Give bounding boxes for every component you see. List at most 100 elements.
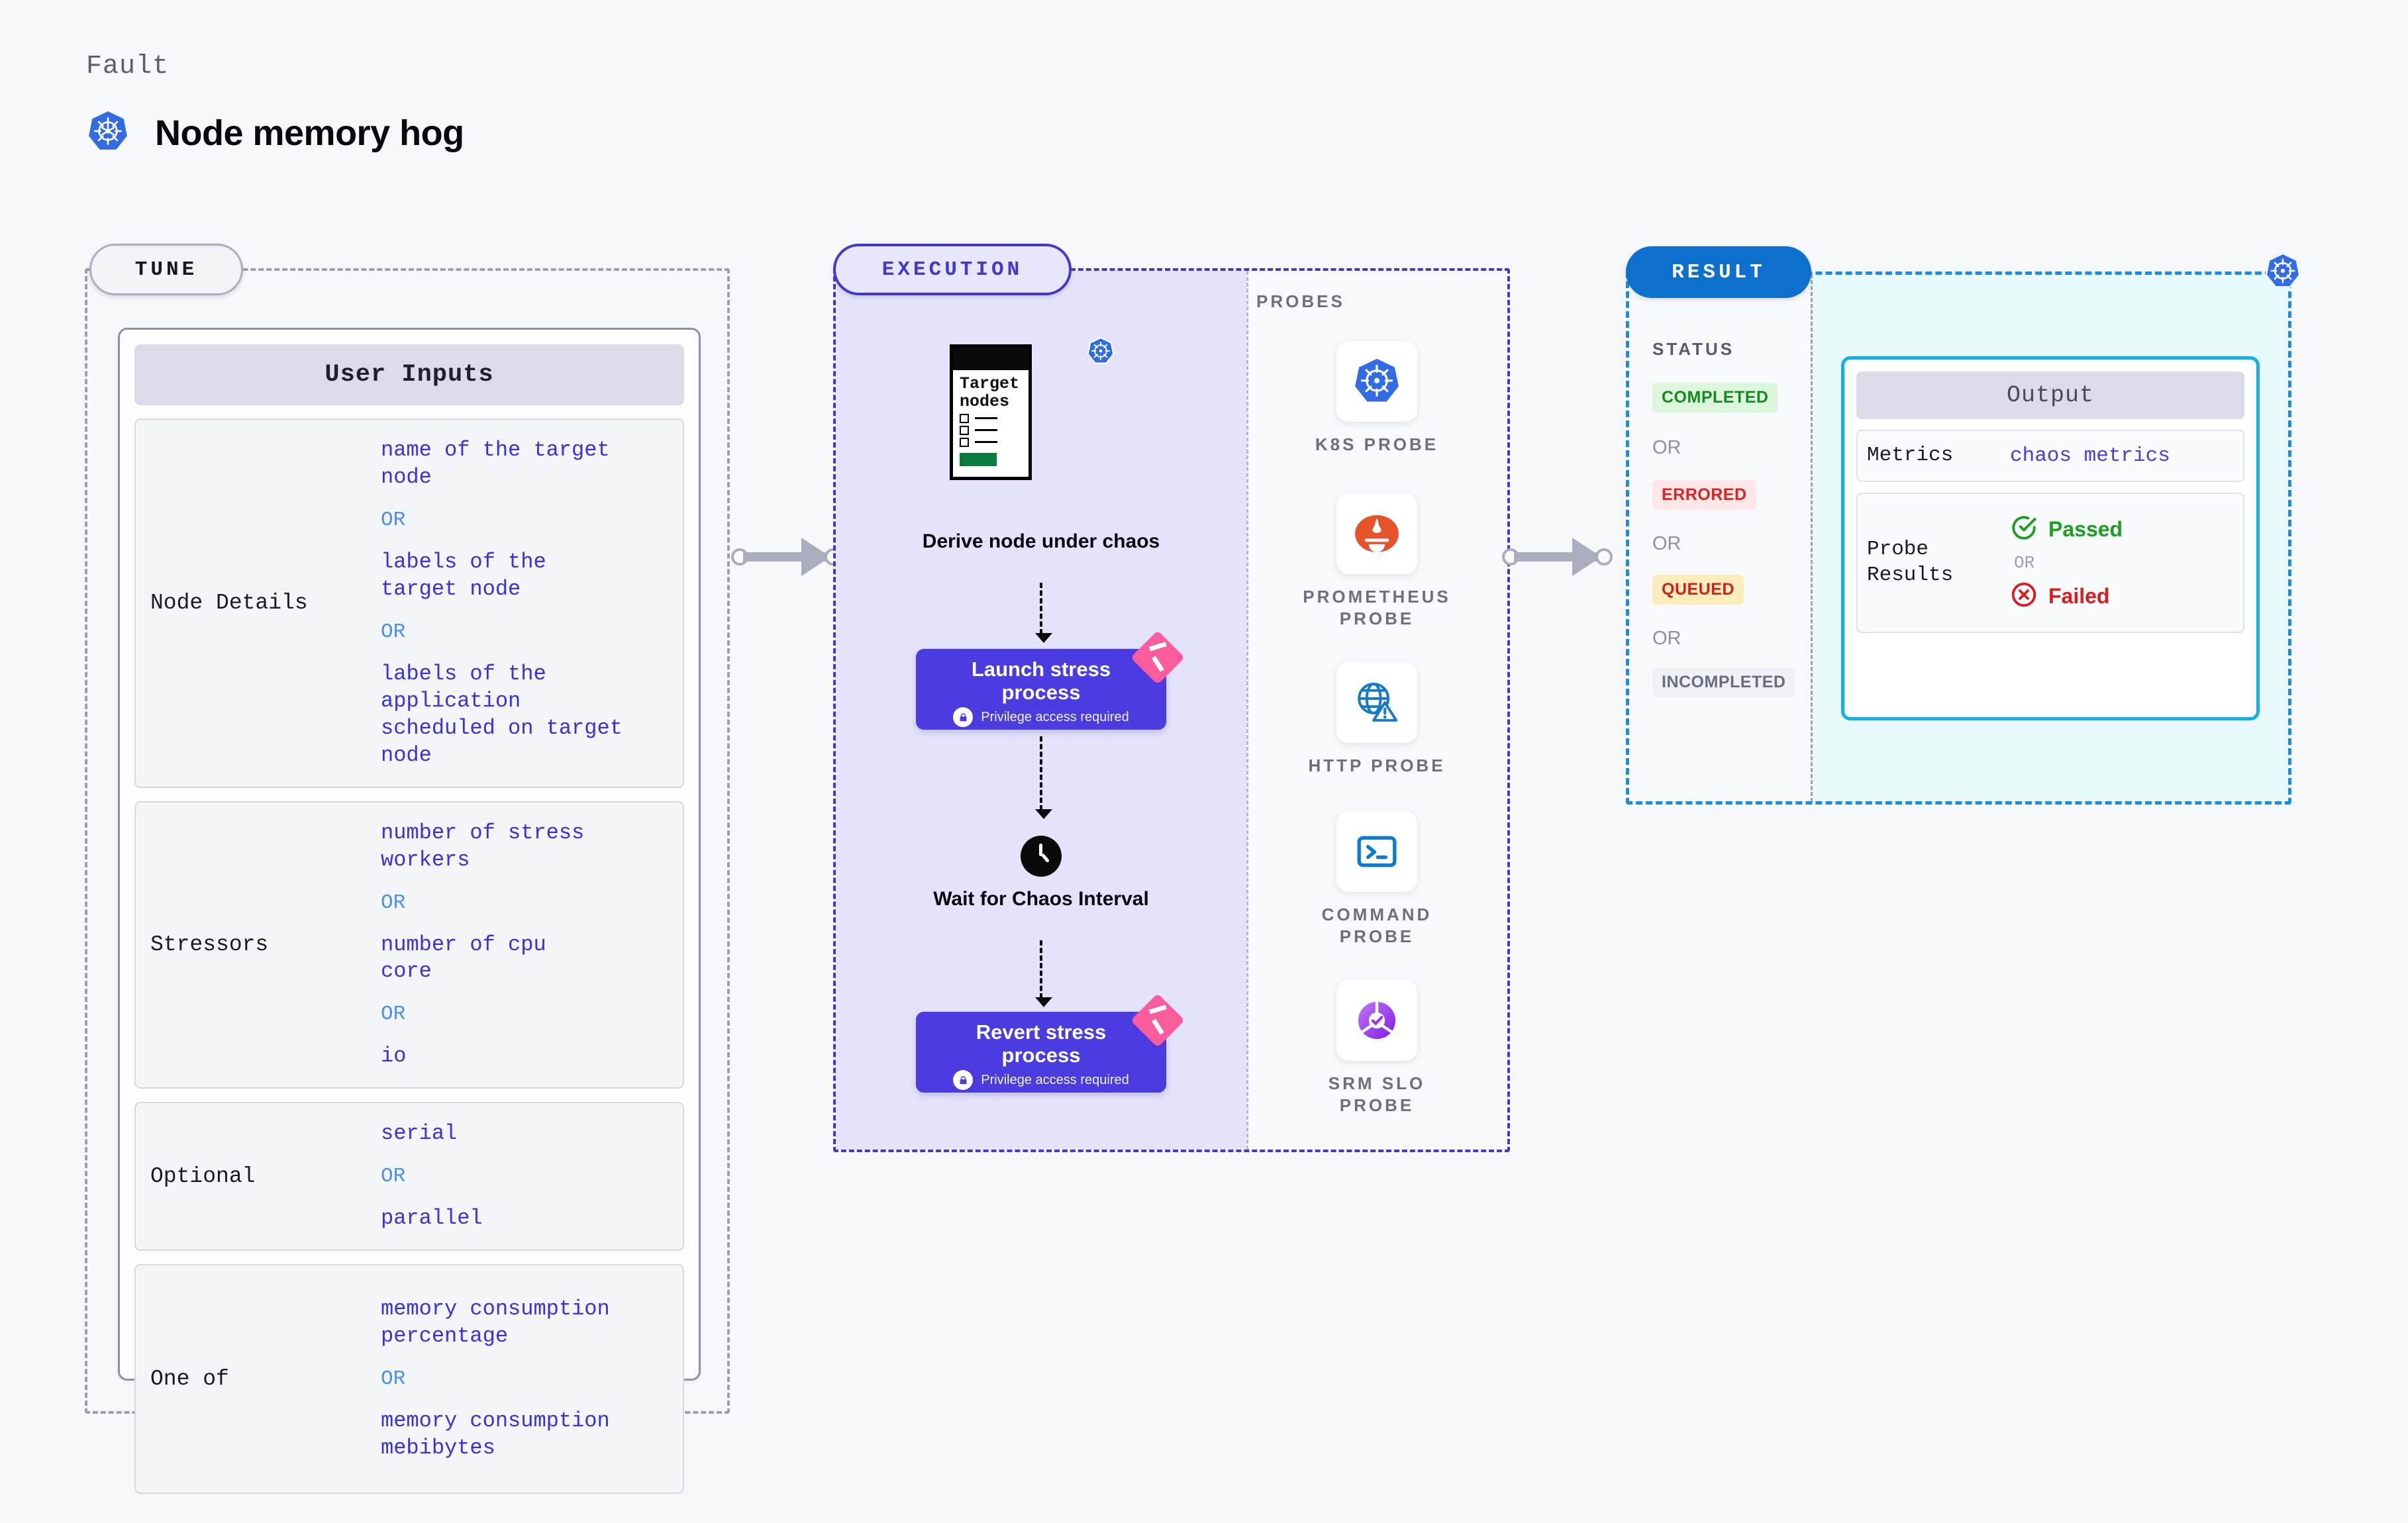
privilege-note: Privilege access required xyxy=(916,1070,1166,1091)
checkbox-item xyxy=(953,423,1028,435)
output-row-metrics[interactable]: Metrics chaos metrics xyxy=(1856,430,2244,482)
input-value: parallel xyxy=(381,1206,483,1231)
input-row-optional[interactable]: Optional serial OR parallel xyxy=(134,1102,684,1252)
input-value: labels of the target node xyxy=(381,549,546,601)
result-panel-tag: RESULT xyxy=(1626,246,1811,298)
fault-title-row: Node memory hog xyxy=(86,109,464,156)
checkbox-icon[interactable] xyxy=(960,413,969,423)
checkbox-item xyxy=(953,411,1028,423)
probe-item-srm-slo[interactable]: SRM SLO PROBE xyxy=(1246,980,1507,1117)
row-key: One of xyxy=(150,1367,229,1392)
or-separator: OR xyxy=(381,1165,406,1189)
checkbox-item xyxy=(953,435,1028,447)
progress-bar xyxy=(960,452,997,466)
probe-item-prometheus[interactable]: PROMETHEUS PROBE xyxy=(1246,493,1507,630)
result-status-column xyxy=(1629,274,1813,802)
kubernetes-icon xyxy=(1336,341,1417,422)
fault-eyebrow-label: Fault xyxy=(86,52,170,81)
output-card: Output Metrics chaos metrics Probe Resul… xyxy=(1841,356,2260,720)
or-separator: OR xyxy=(1652,628,1681,649)
output-card-title: Output xyxy=(1856,371,2244,419)
status-badge-queued: QUEUED xyxy=(1652,575,1744,605)
probe-item-http[interactable]: HTTP PROBE xyxy=(1246,662,1507,777)
status-section-title: STATUS xyxy=(1652,339,1735,359)
input-value: memory consumption percentage xyxy=(381,1297,610,1349)
output-key: Metrics xyxy=(1867,444,1954,467)
or-separator: OR xyxy=(381,1003,406,1026)
input-row-node-details[interactable]: Node Details name of the target node OR … xyxy=(134,418,684,788)
step-label: Revert stress process xyxy=(976,1020,1107,1067)
probe-item-k8s[interactable]: K8S PROBE xyxy=(1246,341,1507,456)
input-value: serial xyxy=(381,1121,458,1146)
status-badge-incompleted: INCOMPLETED xyxy=(1652,667,1795,697)
lock-icon xyxy=(953,1070,974,1091)
x-circle-icon xyxy=(2010,581,2038,612)
page-title: Node memory hog xyxy=(155,113,464,153)
input-value: io xyxy=(381,1044,407,1069)
probe-item-command[interactable]: COMMAND PROBE xyxy=(1246,811,1507,948)
row-key: Node Details xyxy=(150,591,308,616)
row-values: number of stress workers OR number of cp… xyxy=(381,820,672,1071)
input-row-one-of[interactable]: One of memory consumption percentage OR … xyxy=(134,1264,684,1495)
row-key: Optional xyxy=(150,1164,256,1189)
output-key: Probe Results xyxy=(1867,538,1954,587)
step-launch-stress-process[interactable]: Launch stress process Privilege access r… xyxy=(916,630,1185,730)
probe-result-passed: Passed xyxy=(2010,514,2123,545)
checkbox-icon[interactable] xyxy=(960,437,969,447)
tune-panel-tag: TUNE xyxy=(89,244,243,295)
output-value-metrics[interactable]: chaos metrics xyxy=(2010,444,2170,467)
or-separator: OR xyxy=(381,620,406,644)
row-key: Stressors xyxy=(150,932,269,958)
kubernetes-icon xyxy=(2264,252,2302,293)
globe-warning-icon xyxy=(1336,662,1417,743)
status-badge-completed: COMPLETED xyxy=(1652,383,1778,413)
user-inputs-card: User Inputs Node Details name of the tar… xyxy=(118,328,701,1495)
step-label: Launch stress process xyxy=(971,658,1111,705)
kubernetes-icon xyxy=(1086,336,1115,369)
input-value: number of cpu core xyxy=(381,932,546,984)
privilege-text: Privilege access required xyxy=(981,709,1129,724)
probes-section-title: PROBES xyxy=(1256,291,1345,311)
or-separator: OR xyxy=(381,508,406,532)
probe-label: PROMETHEUS PROBE xyxy=(1303,587,1451,629)
terminal-icon xyxy=(1336,811,1417,892)
or-separator: OR xyxy=(1652,533,1681,554)
input-value: name of the target node xyxy=(381,438,610,489)
lock-icon xyxy=(953,707,974,728)
checkbox-icon[interactable] xyxy=(960,425,969,435)
privilege-text: Privilege access required xyxy=(981,1072,1129,1087)
slo-donut-icon xyxy=(1336,980,1417,1061)
probe-label: K8S PROBE xyxy=(1315,434,1439,454)
probe-label: SRM SLO PROBE xyxy=(1328,1073,1426,1116)
flow-arrow xyxy=(1035,736,1052,819)
status-badge-errored: ERRORED xyxy=(1652,480,1756,510)
step-revert-stress-process[interactable]: Revert stress process Privilege access r… xyxy=(916,993,1185,1093)
row-values: memory consumption percentage OR memory … xyxy=(381,1296,672,1462)
probe-result-label: Passed xyxy=(2048,516,2123,541)
clock-icon xyxy=(1021,836,1062,877)
kubernetes-icon xyxy=(86,109,130,156)
execution-panel-tag: EXECUTION xyxy=(833,244,1072,295)
probe-result-failed: Failed xyxy=(2010,581,2123,612)
target-nodes-card: Target nodes xyxy=(950,344,1032,480)
execution-panel-boundary xyxy=(833,268,1510,1152)
input-row-stressors[interactable]: Stressors number of stress workers OR nu… xyxy=(134,801,684,1089)
check-circle-icon xyxy=(2010,514,2038,545)
probe-result-label: Failed xyxy=(2048,583,2110,608)
flow-arrow xyxy=(1035,940,1052,1007)
or-separator: OR xyxy=(381,1367,406,1391)
probe-label: COMMAND PROBE xyxy=(1321,905,1432,947)
output-row-probe-results[interactable]: Probe Results Passed OR Failed xyxy=(1856,492,2244,633)
prometheus-icon xyxy=(1336,493,1417,574)
or-separator: OR xyxy=(1652,437,1681,458)
input-value: labels of the application scheduled on t… xyxy=(381,661,623,767)
privilege-note: Privilege access required xyxy=(916,707,1166,728)
row-values: serial OR parallel xyxy=(381,1120,672,1232)
card-title-bar xyxy=(953,348,1028,370)
probe-label: HTTP PROBE xyxy=(1308,756,1446,775)
input-value: memory consumption mebibytes xyxy=(381,1408,610,1461)
row-values: name of the target node OR labels of the… xyxy=(381,437,672,769)
or-separator: OR xyxy=(2014,552,2035,573)
step-label-derive-node: Derive node under chaos xyxy=(922,530,1160,552)
input-value: number of stress workers xyxy=(381,820,585,872)
